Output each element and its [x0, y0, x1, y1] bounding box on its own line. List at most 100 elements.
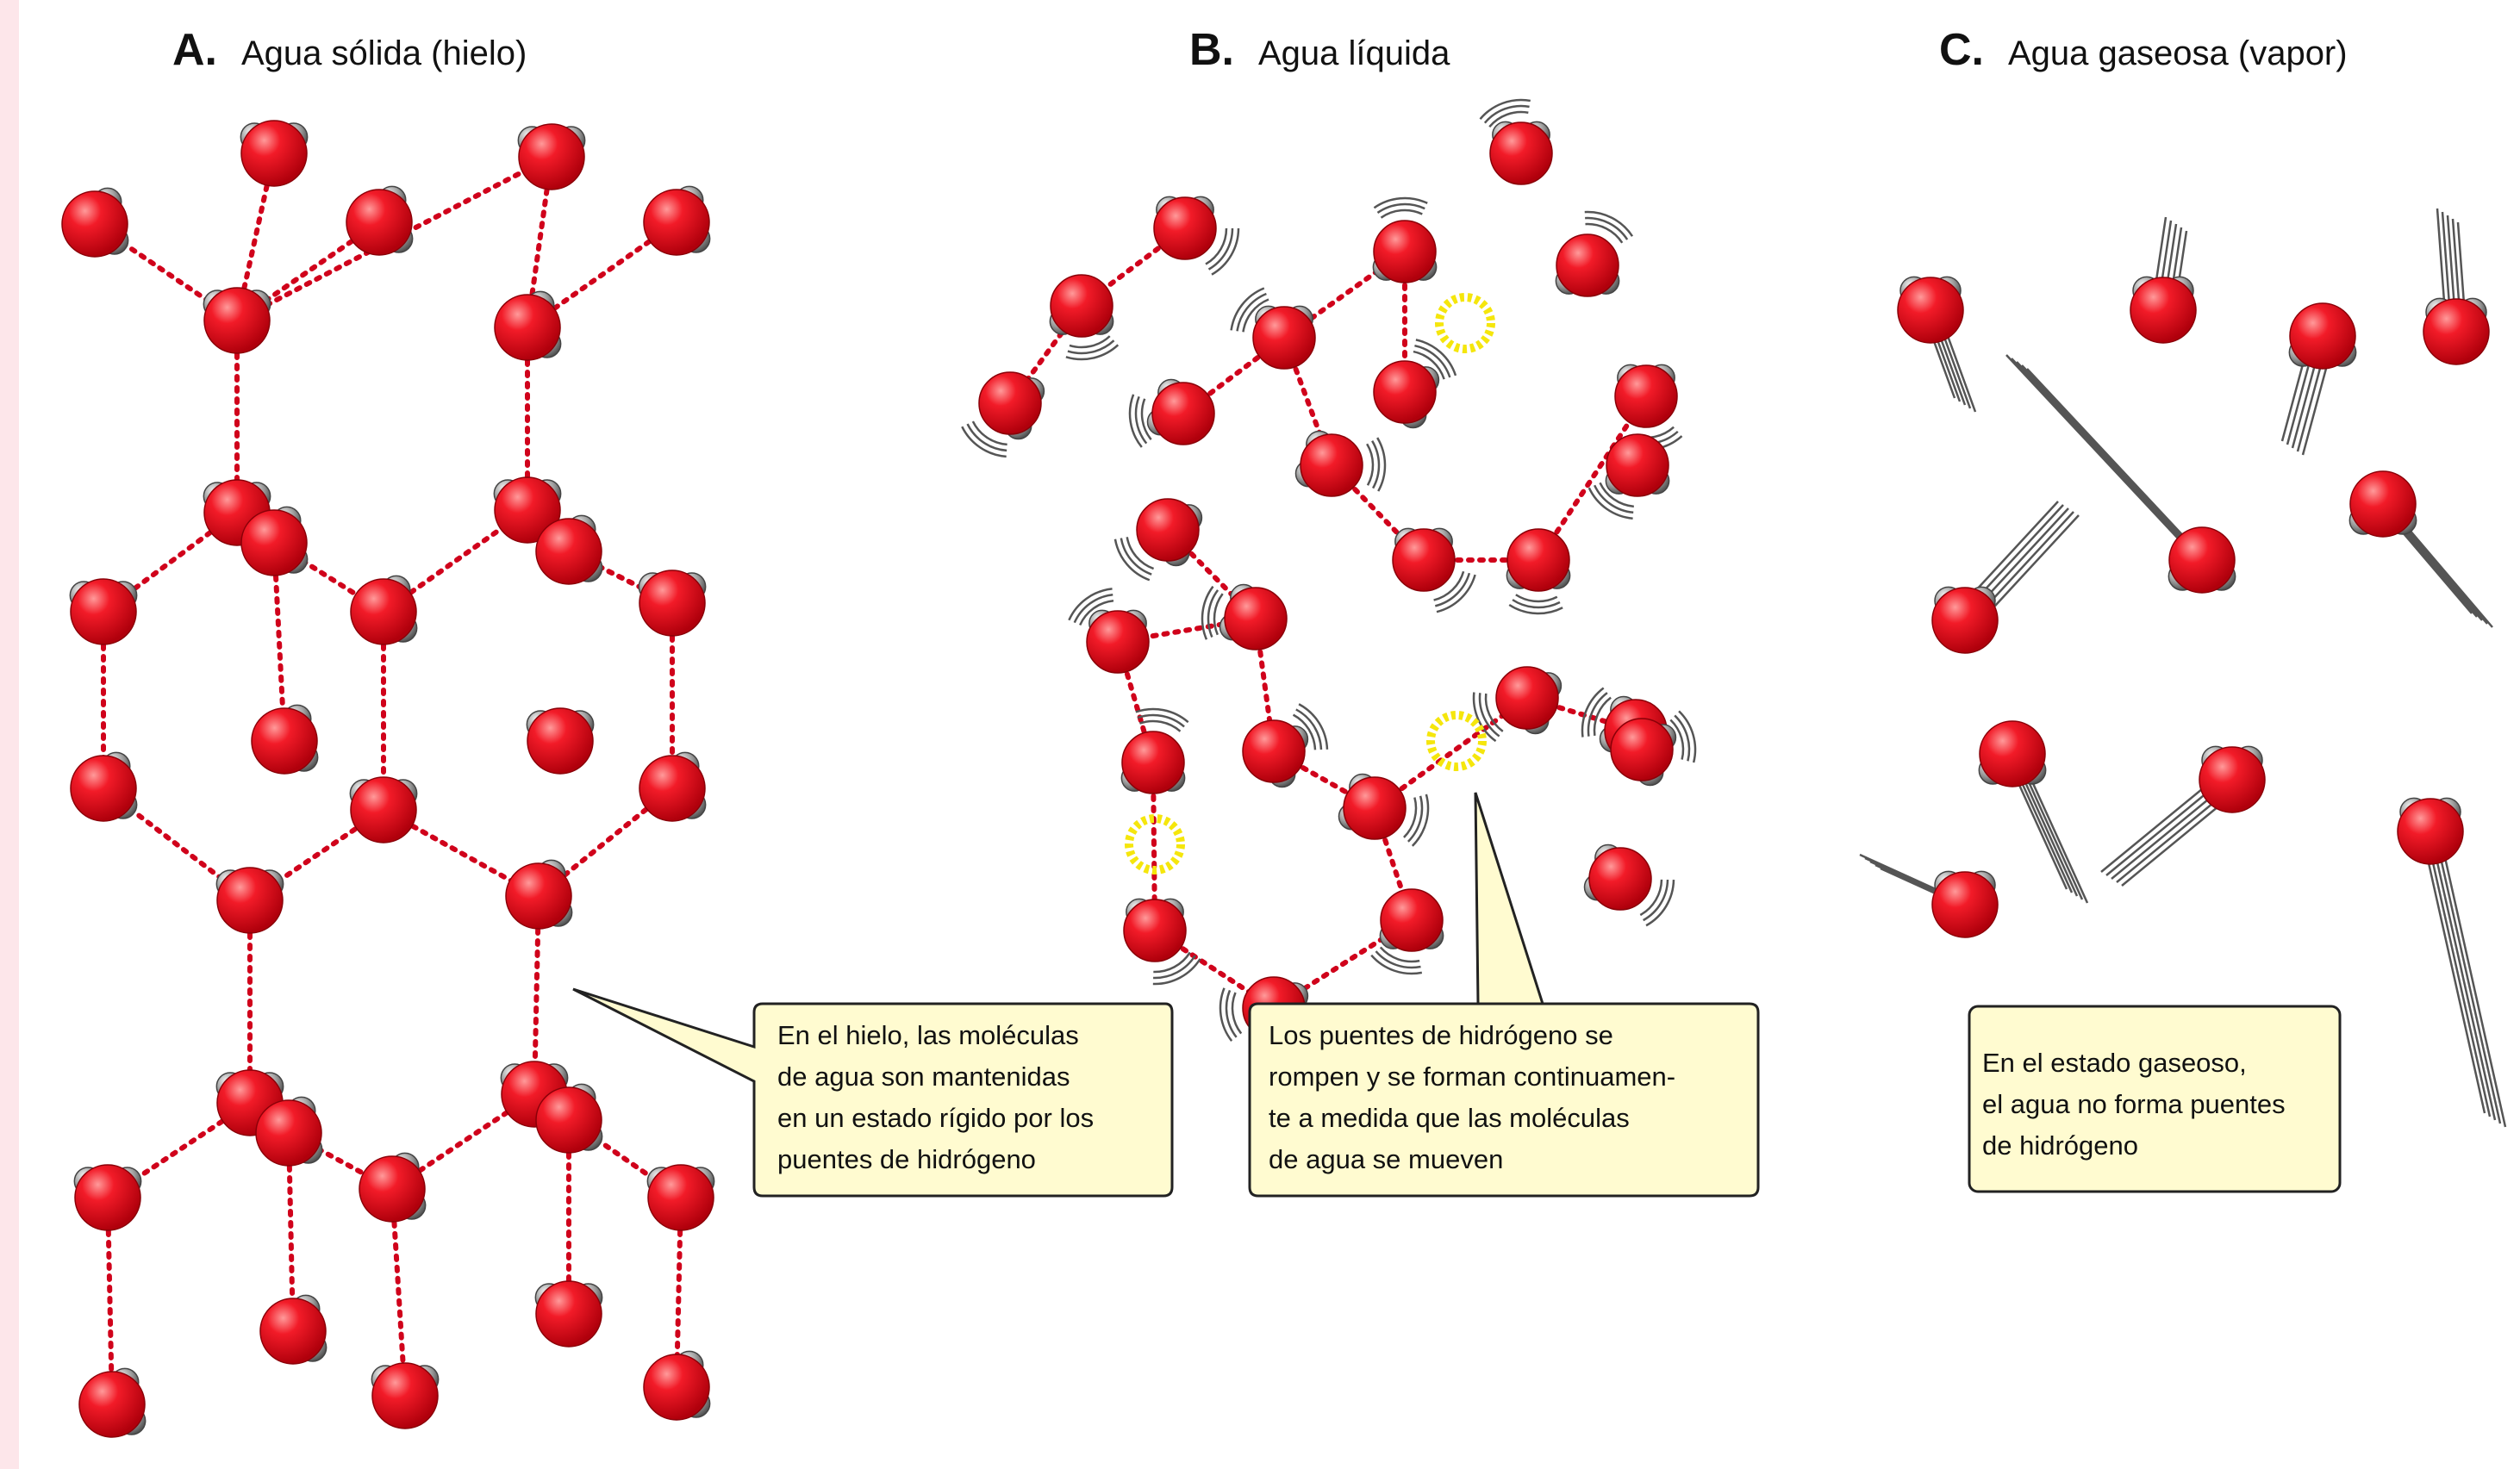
- motion-line: [1069, 335, 1111, 349]
- motion-line: [1207, 227, 1234, 271]
- water-molecule: [1136, 498, 1203, 567]
- oxygen-atom: [70, 578, 137, 645]
- callout-c-bubble: [1968, 1005, 2342, 1193]
- callout-a-text: En el hielo, las moléculas de agua son m…: [777, 1020, 1095, 1174]
- motion-line: [1201, 585, 1214, 640]
- motion-line: [1113, 538, 1151, 582]
- water-molecule: [1373, 360, 1440, 429]
- motion-line: [1225, 989, 1238, 1038]
- water-molecule: [1610, 718, 1677, 787]
- trail-line: [2016, 361, 2203, 561]
- broken-bond-marker: [1426, 711, 1487, 771]
- motion-line: [1674, 714, 1691, 762]
- motion-line: [1207, 589, 1219, 638]
- motion-line: [1483, 104, 1530, 124]
- oxygen-atom: [1151, 382, 1215, 445]
- motion-line: [1213, 593, 1224, 636]
- callouts: [572, 792, 2342, 1198]
- water-molecule: [255, 1096, 323, 1167]
- panel-a-letter: A.: [172, 25, 217, 75]
- water-molecule: [1931, 586, 1999, 654]
- water-molecule: [1123, 898, 1187, 962]
- oxygen-atom: [2397, 798, 2464, 865]
- motion-line: [1581, 687, 1605, 738]
- oxygen-atom: [78, 1371, 146, 1438]
- motion-line: [1639, 879, 1663, 917]
- trail-line: [2021, 364, 2208, 564]
- water-molecule: [517, 123, 586, 190]
- motion-line: [1414, 344, 1451, 378]
- oxygen-atom: [1121, 731, 1185, 794]
- oxygen-atom: [1300, 433, 1363, 497]
- water-molecule: [2423, 297, 2490, 365]
- water-molecule: [1219, 583, 1288, 650]
- water-molecule: [2199, 745, 2266, 813]
- water-molecule: [70, 751, 138, 822]
- oxygen-atom: [346, 189, 413, 256]
- motion-line: [1411, 794, 1430, 847]
- oxygen-atom: [1224, 587, 1288, 650]
- water-molecule: [638, 570, 707, 637]
- oxygen-atom: [350, 578, 417, 645]
- oxygen-atom: [216, 867, 284, 934]
- water-molecule: [1086, 609, 1150, 674]
- water-molecule: [646, 1164, 715, 1231]
- motion-line: [961, 426, 1007, 458]
- water-molecule: [535, 514, 603, 585]
- water-molecule: [240, 120, 309, 187]
- motion-line: [1153, 955, 1196, 980]
- oxygen-atom: [639, 570, 706, 637]
- motion-line: [1436, 574, 1476, 613]
- water-molecule: [2130, 276, 2197, 344]
- oxygen-atom: [1610, 718, 1674, 781]
- motion-line: [1242, 298, 1269, 333]
- water-molecule: [1372, 220, 1438, 283]
- motion-line: [1236, 292, 1267, 332]
- motion-line: [966, 423, 1007, 452]
- oxygen-atom: [1489, 121, 1553, 185]
- water-molecule: [534, 1280, 603, 1348]
- oxygen-atom: [1252, 306, 1316, 370]
- motion-line: [1587, 487, 1633, 520]
- motion-line: [1140, 398, 1152, 440]
- water-molecule: [350, 575, 418, 645]
- motion-line: [1079, 600, 1114, 626]
- water-molecule: [1049, 274, 1114, 338]
- motion-line: [971, 420, 1007, 446]
- oxygen-atom: [1380, 888, 1444, 952]
- motion-line: [1137, 713, 1185, 728]
- oxygen-atom: [74, 1164, 141, 1231]
- oxygen-atom: [1392, 528, 1456, 592]
- motion-line: [1669, 719, 1685, 760]
- motion-line: [1295, 708, 1323, 750]
- callout-b-bubble: [1248, 792, 1760, 1198]
- oxygen-atom: [1614, 364, 1678, 428]
- water-molecule: [1294, 430, 1363, 497]
- motion-line: [1593, 696, 1612, 737]
- oxygen-atom: [240, 509, 308, 576]
- water-molecule: [1153, 196, 1217, 260]
- water-molecule: [1605, 433, 1670, 497]
- motion-line: [1219, 987, 1233, 1042]
- oxygen-atom: [643, 189, 710, 256]
- water-molecule: [371, 1362, 440, 1429]
- oxygen-atom: [203, 287, 271, 354]
- water-molecule: [1338, 773, 1407, 840]
- water-molecule: [2397, 797, 2464, 865]
- panel-c-title: C. Agua gaseosa (vapor): [1939, 24, 2348, 76]
- callout-a-bubble: [572, 987, 1174, 1198]
- trail-line: [2418, 824, 2486, 1114]
- callout-c-text: En el estado gaseoso, el agua no forma p…: [1982, 1048, 2286, 1161]
- motion-line: [1153, 951, 1191, 974]
- motion-line: [1484, 693, 1504, 732]
- motion-line: [1584, 210, 1634, 237]
- motion-line: [1292, 713, 1317, 750]
- water-molecule: [643, 185, 711, 256]
- motion-line: [1645, 880, 1675, 927]
- water-molecule: [1495, 666, 1563, 735]
- motion-line: [1073, 594, 1113, 624]
- water-molecule: [346, 185, 414, 256]
- water-molecule: [1978, 720, 2047, 787]
- water-molecule: [1252, 305, 1316, 370]
- water-molecule: [203, 287, 271, 354]
